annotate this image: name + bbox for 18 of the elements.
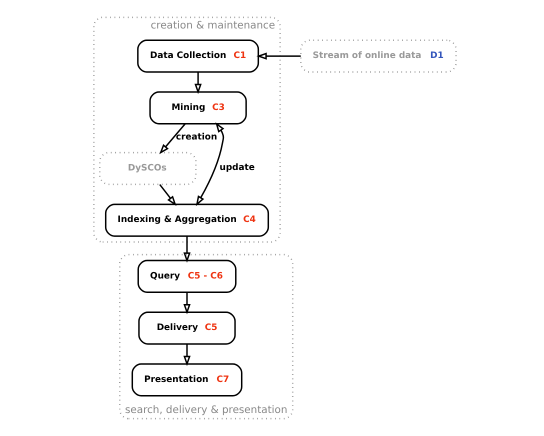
arrow [183, 292, 191, 314]
arrow [183, 344, 191, 366]
node-box: Stream of online data D1 [300, 40, 457, 73]
node-box: Delivery C5 [138, 312, 236, 345]
arrow [183, 236, 191, 263]
arrow [194, 72, 202, 94]
node-box: Presentation C7 [132, 363, 242, 396]
arrow [256, 52, 301, 60]
node-box: Query C5 - C6 [137, 260, 237, 294]
edge-label: creation [176, 132, 218, 143]
node-box: Mining C3 [149, 91, 247, 124]
node-box: Data Collection C1 [137, 40, 260, 73]
arrow [196, 122, 224, 206]
edge-label: update [220, 163, 255, 174]
arrow [159, 123, 186, 154]
node-box: DySCOs [99, 152, 197, 186]
node-box: Indexing & Aggregation C4 [104, 204, 270, 237]
arrow [159, 184, 176, 206]
